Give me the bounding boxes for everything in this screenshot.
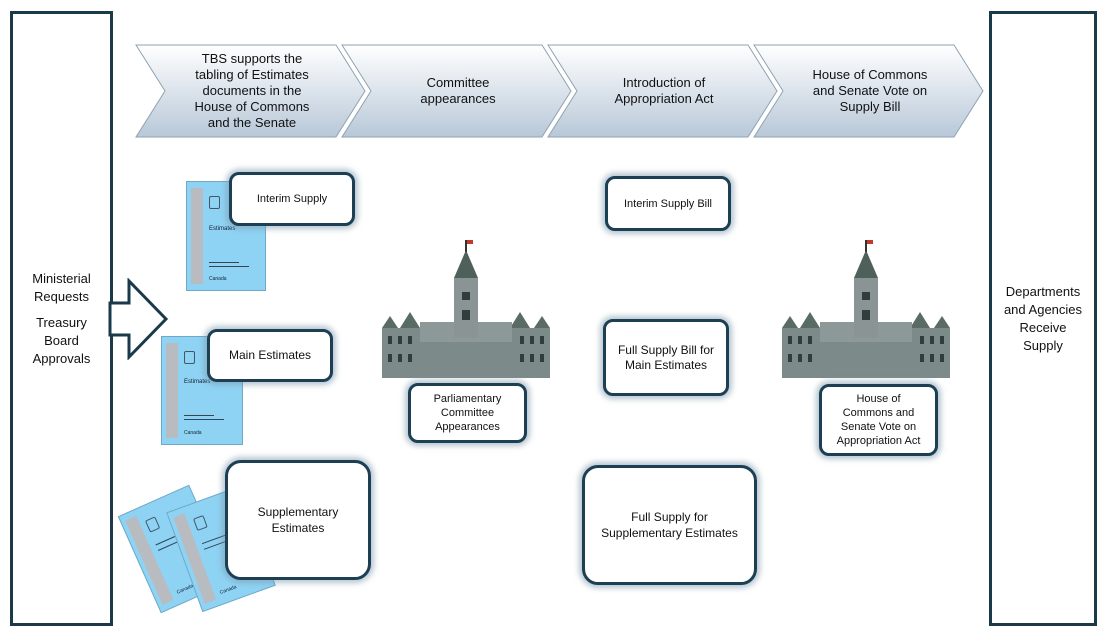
interim-supply-bill-callout: Interim Supply Bill bbox=[605, 176, 731, 231]
chevron-step-2 bbox=[341, 44, 572, 138]
chevron-label-4: House of Commons and Senate Vote on Supp… bbox=[812, 67, 928, 114]
doc-title-2: Estimates bbox=[184, 379, 211, 385]
doc-logo-2: Canada bbox=[184, 430, 202, 436]
left-line-5: Board bbox=[44, 332, 79, 348]
left-line-4: Treasury bbox=[36, 314, 87, 330]
right-line-3: Receive bbox=[1019, 319, 1067, 335]
doc-logo-3: Canada bbox=[175, 583, 195, 596]
chevron-row bbox=[135, 44, 984, 138]
chevron-label-1: TBS supports the tabling of Estimates do… bbox=[194, 51, 310, 130]
committee-appearances-callout: Parliamentary Committee Appearances bbox=[408, 383, 527, 443]
doc-title-1: Estimates bbox=[209, 226, 236, 232]
departments-receive-supply-box: Departments and Agencies Receive Supply bbox=[989, 11, 1097, 626]
right-line-4: Supply bbox=[1023, 337, 1063, 353]
chevron-step-3 bbox=[547, 44, 778, 138]
vote-appropriation-callout: House of Commons and Senate Vote on Appr… bbox=[819, 384, 938, 456]
right-line-2: and Agencies bbox=[1003, 301, 1083, 317]
interim-supply-callout: Interim Supply bbox=[229, 172, 355, 226]
chevron-label-3: Introduction of Appropriation Act bbox=[614, 75, 714, 106]
chevron-label-2: Committee appearances bbox=[420, 75, 496, 106]
left-line-6: Approvals bbox=[32, 350, 91, 366]
supplementary-estimates-callout: Supplementary Estimates bbox=[225, 460, 371, 580]
parliament-building-icon-2 bbox=[782, 240, 950, 378]
flow-arrow-icon bbox=[108, 278, 169, 360]
ministerial-requests-box: Ministerial Requests Treasury Board Appr… bbox=[10, 11, 113, 626]
doc-logo-1: Canada bbox=[209, 276, 227, 282]
full-supply-supplementary-callout: Full Supply for Supplementary Estimates bbox=[582, 465, 757, 585]
doc-logo-4: Canada bbox=[218, 584, 238, 596]
right-line-1: Departments bbox=[1005, 283, 1081, 299]
left-line-2: Requests bbox=[34, 288, 89, 304]
interim-supply-document-image: Estimates Canada bbox=[186, 181, 266, 291]
chevron-step-4 bbox=[753, 44, 984, 138]
main-estimates-callout: Main Estimates bbox=[207, 329, 333, 382]
left-line-1: Ministerial bbox=[32, 270, 91, 286]
chevron-step-1 bbox=[135, 44, 366, 138]
full-supply-main-callout: Full Supply Bill for Main Estimates bbox=[603, 319, 729, 396]
parliament-building-icon bbox=[382, 240, 550, 378]
